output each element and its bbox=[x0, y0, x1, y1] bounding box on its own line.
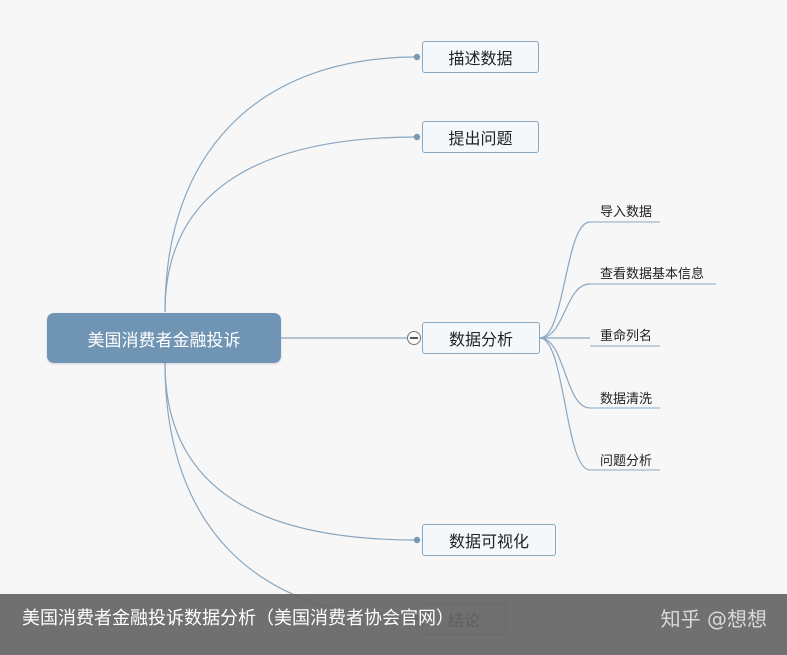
root-node[interactable]: 美国消费者金融投诉 bbox=[47, 313, 281, 363]
connector-root-question bbox=[164, 136, 418, 313]
image-caption: 美国消费者金融投诉数据分析（美国消费者协会官网） bbox=[22, 608, 454, 629]
leaf-import-data[interactable]: 导入数据 bbox=[600, 205, 653, 220]
connector-dot-question bbox=[413, 133, 421, 141]
connector-root-conclusion bbox=[164, 362, 418, 619]
branch-ask-questions[interactable]: 提出问题 bbox=[422, 121, 539, 153]
connector-analysis-leaf-2 bbox=[539, 283, 591, 339]
connector-dot-visual bbox=[413, 536, 421, 544]
leaf-data-cleaning[interactable]: 数据清洗 bbox=[600, 392, 653, 407]
collapse-toggle[interactable] bbox=[407, 331, 421, 345]
connector-analysis-leaf-1 bbox=[539, 221, 591, 339]
connector-root-visual bbox=[164, 362, 418, 541]
branch-data-analysis[interactable]: 数据分析 bbox=[422, 322, 540, 354]
connector-root-describe bbox=[164, 56, 418, 313]
minus-circle-icon bbox=[410, 337, 418, 339]
leaf-view-info[interactable]: 查看数据基本信息 bbox=[600, 267, 705, 282]
leaf-rename-columns[interactable]: 重命列名 bbox=[600, 329, 653, 344]
watermark: 知乎 @想想 bbox=[660, 607, 767, 631]
caption-bar: 美国消费者金融投诉数据分析（美国消费者协会官网） 知乎 @想想 bbox=[0, 594, 787, 655]
connector-analysis-leaf-5 bbox=[539, 337, 591, 471]
connector-analysis-leaf-4 bbox=[539, 337, 591, 409]
connector-dot-describe bbox=[413, 53, 421, 61]
leaf-problem-analysis[interactable]: 问题分析 bbox=[600, 454, 653, 469]
branch-describe-data[interactable]: 描述数据 bbox=[422, 41, 539, 73]
branch-data-visualization[interactable]: 数据可视化 bbox=[422, 524, 556, 556]
